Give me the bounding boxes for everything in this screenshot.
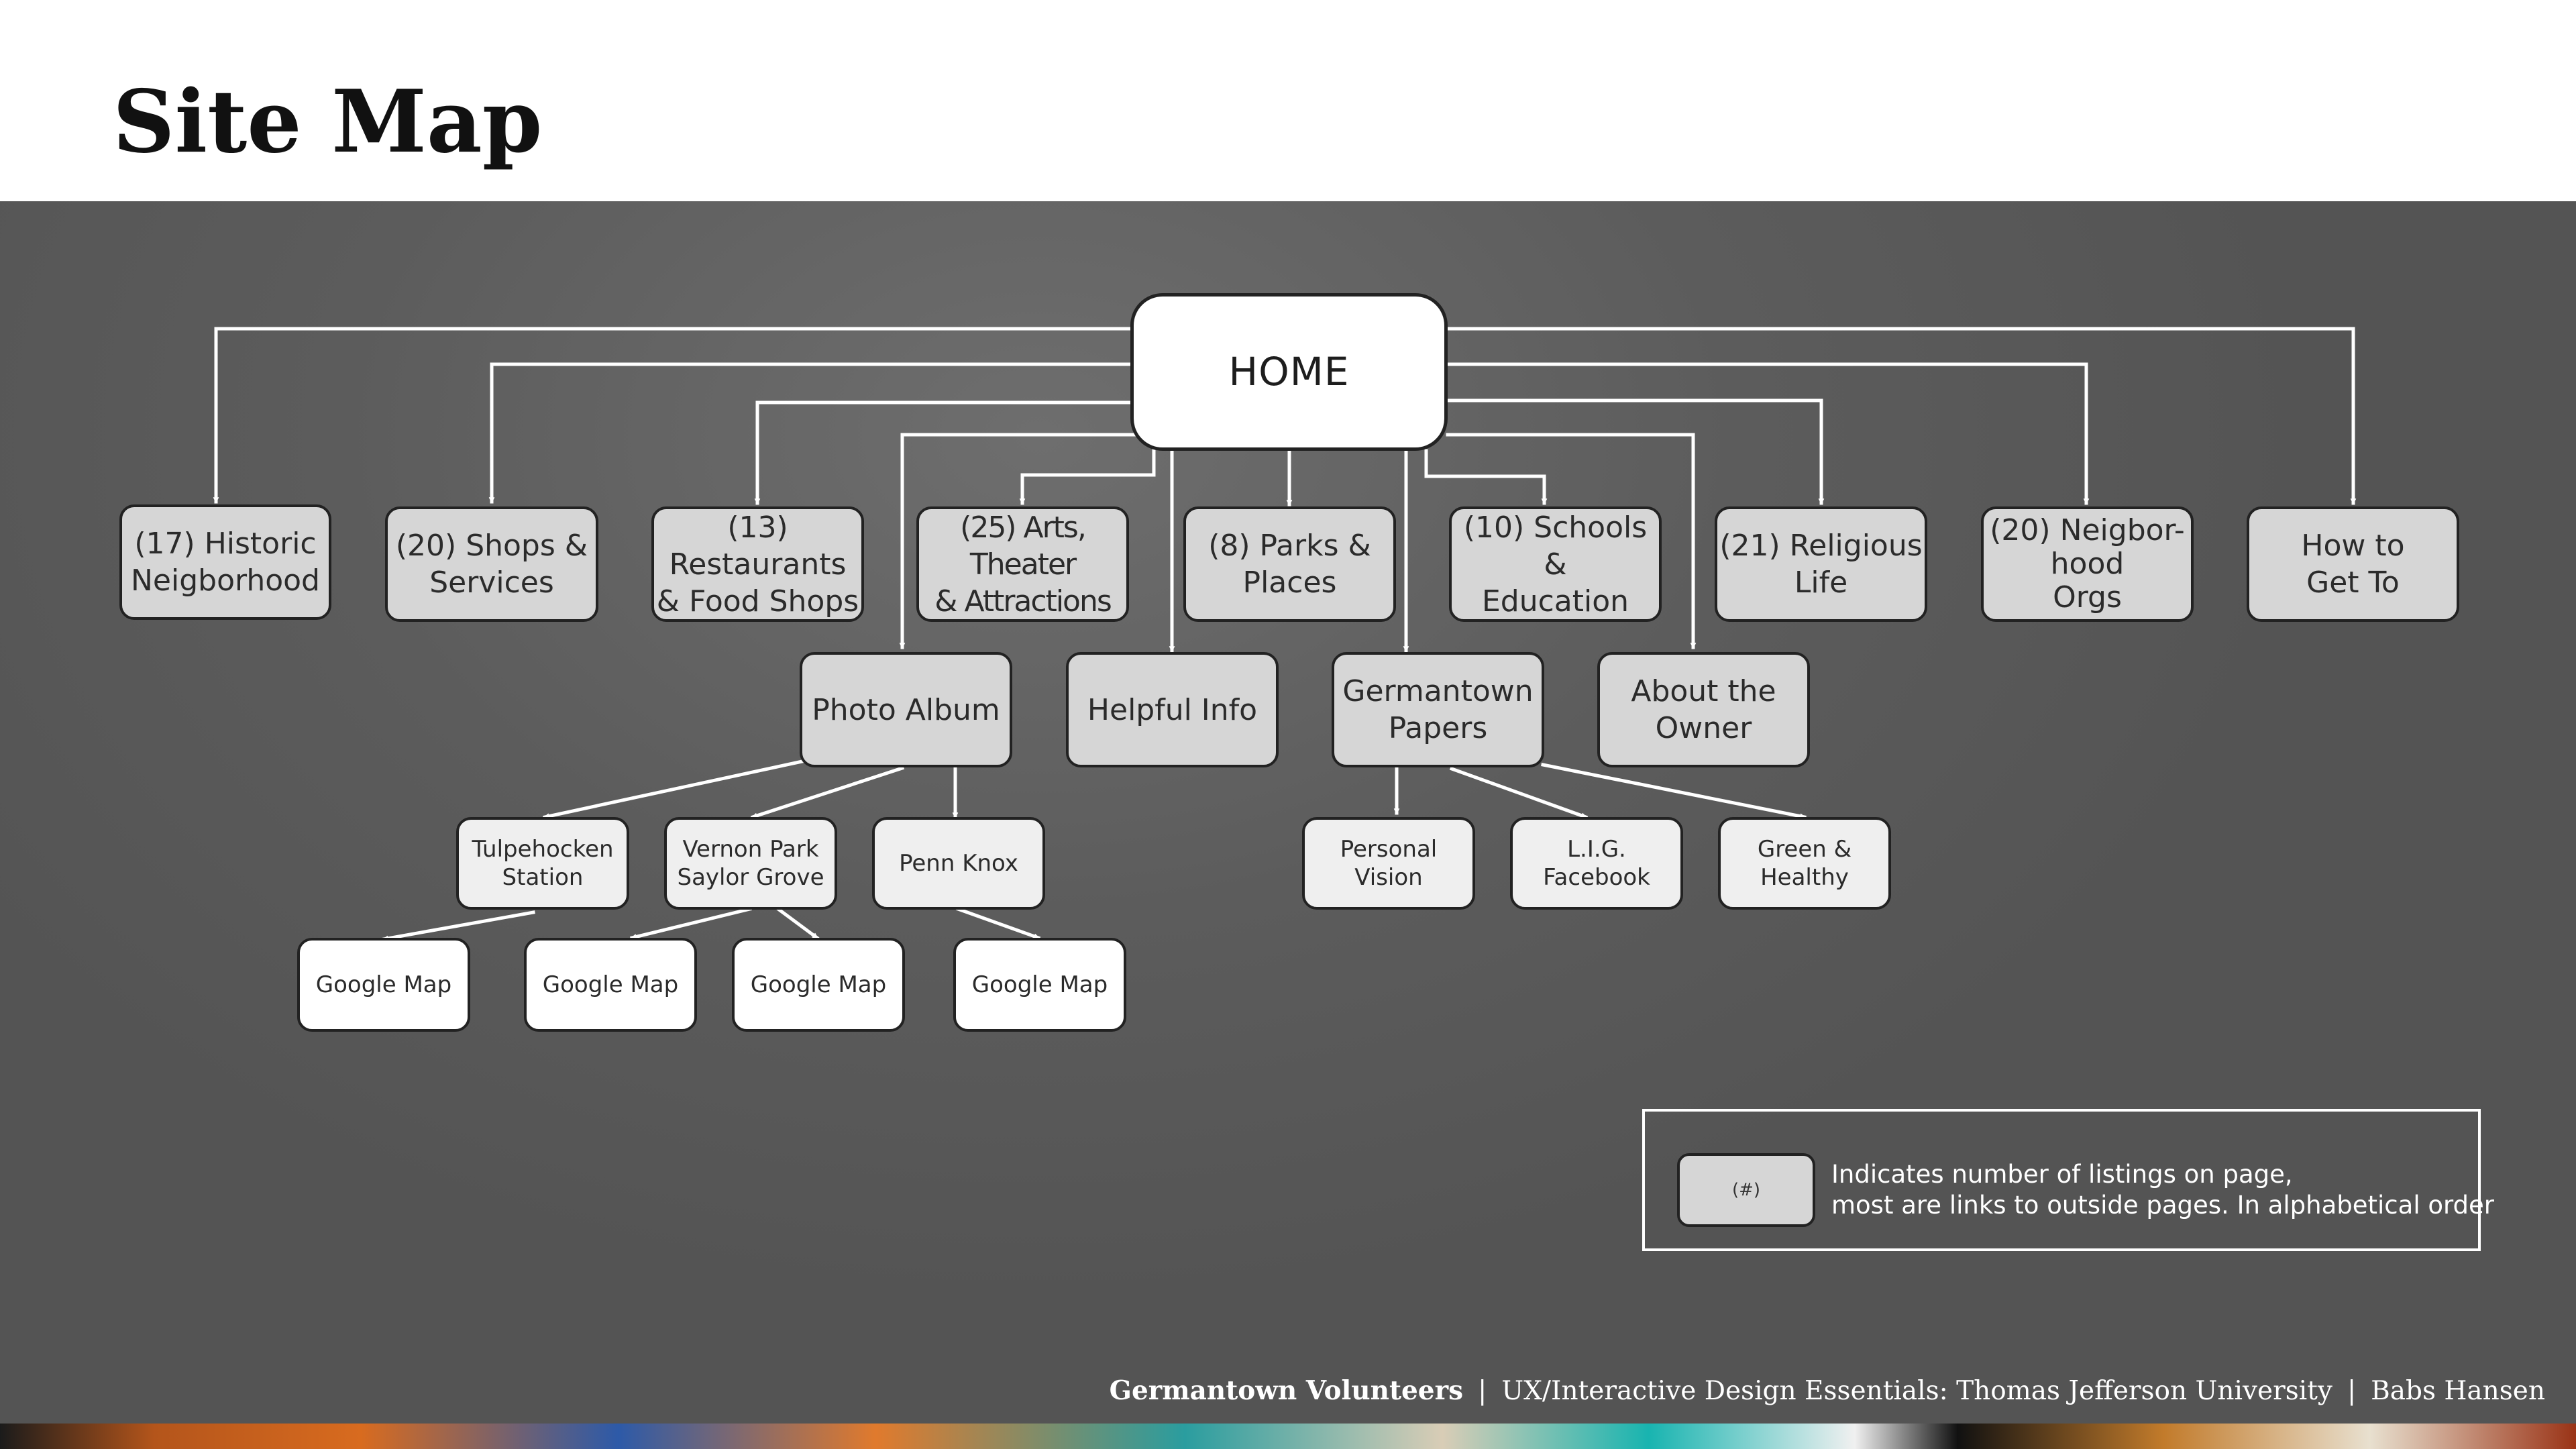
node-penn-knox[interactable]: Penn Knox [872, 817, 1045, 910]
footer-separator: | [1478, 1376, 1487, 1406]
node-neighborhood-orgs[interactable]: (20) Neigbor- hood Orgs [1981, 506, 2194, 622]
decorative-image-strip [0, 1424, 2576, 1449]
page-title: Site Map [113, 72, 543, 172]
node-restaurants-food[interactable]: (13) Restaurants & Food Shops [651, 506, 864, 622]
node-google-map-1[interactable]: Google Map [297, 938, 470, 1032]
node-google-map-3[interactable]: Google Map [732, 938, 905, 1032]
footer-separator: | [2347, 1376, 2357, 1406]
footer: Germantown Volunteers | UX/Interactive Des… [1110, 1375, 2545, 1406]
footer-author: Babs Hansen [2371, 1376, 2545, 1406]
node-photo-album[interactable]: Photo Album [800, 652, 1012, 767]
node-tulpehocken-station[interactable]: Tulpehocken Station [456, 817, 629, 910]
legend-text-line-2: most are links to outside pages. In alph… [1831, 1191, 2495, 1220]
home-node[interactable]: HOME [1130, 293, 1448, 451]
footer-brand: Germantown Volunteers [1109, 1375, 1464, 1406]
node-historic-neighborhood[interactable]: (17) Historic Neigborhood [119, 504, 331, 620]
legend-swatch: (#) [1677, 1153, 1815, 1227]
node-google-map-2[interactable]: Google Map [524, 938, 697, 1032]
node-google-map-4[interactable]: Google Map [953, 938, 1126, 1032]
node-religious-life[interactable]: (21) Religious Life [1715, 506, 1927, 622]
node-about-owner[interactable]: About the Owner [1597, 652, 1810, 767]
node-schools-education[interactable]: (10) Schools & Education [1449, 506, 1662, 622]
node-parks-places[interactable]: (8) Parks & Places [1183, 506, 1396, 622]
node-shops-services[interactable]: (20) Shops & Services [385, 506, 598, 622]
footer-course: UX/Interactive Design Essentials: Thomas… [1501, 1376, 2332, 1406]
node-how-to-get-to[interactable]: How to Get To [2247, 506, 2459, 622]
node-vernon-park[interactable]: Vernon Park Saylor Grove [664, 817, 837, 910]
legend-box: (#) Indicates number of listings on page… [1642, 1109, 2494, 1251]
node-lig-facebook[interactable]: L.I.G. Facebook [1510, 817, 1683, 910]
node-green-healthy[interactable]: Green & Healthy [1718, 817, 1891, 910]
node-helpful-info[interactable]: Helpful Info [1066, 652, 1279, 767]
node-arts-theater[interactable]: (25) Arts, Theater & Attractions [916, 506, 1129, 622]
node-personal-vision[interactable]: Personal Vision [1302, 817, 1475, 910]
legend-text-line-1: Indicates number of listings on page, [1831, 1160, 2293, 1189]
node-germantown-papers[interactable]: Germantown Papers [1332, 652, 1544, 767]
